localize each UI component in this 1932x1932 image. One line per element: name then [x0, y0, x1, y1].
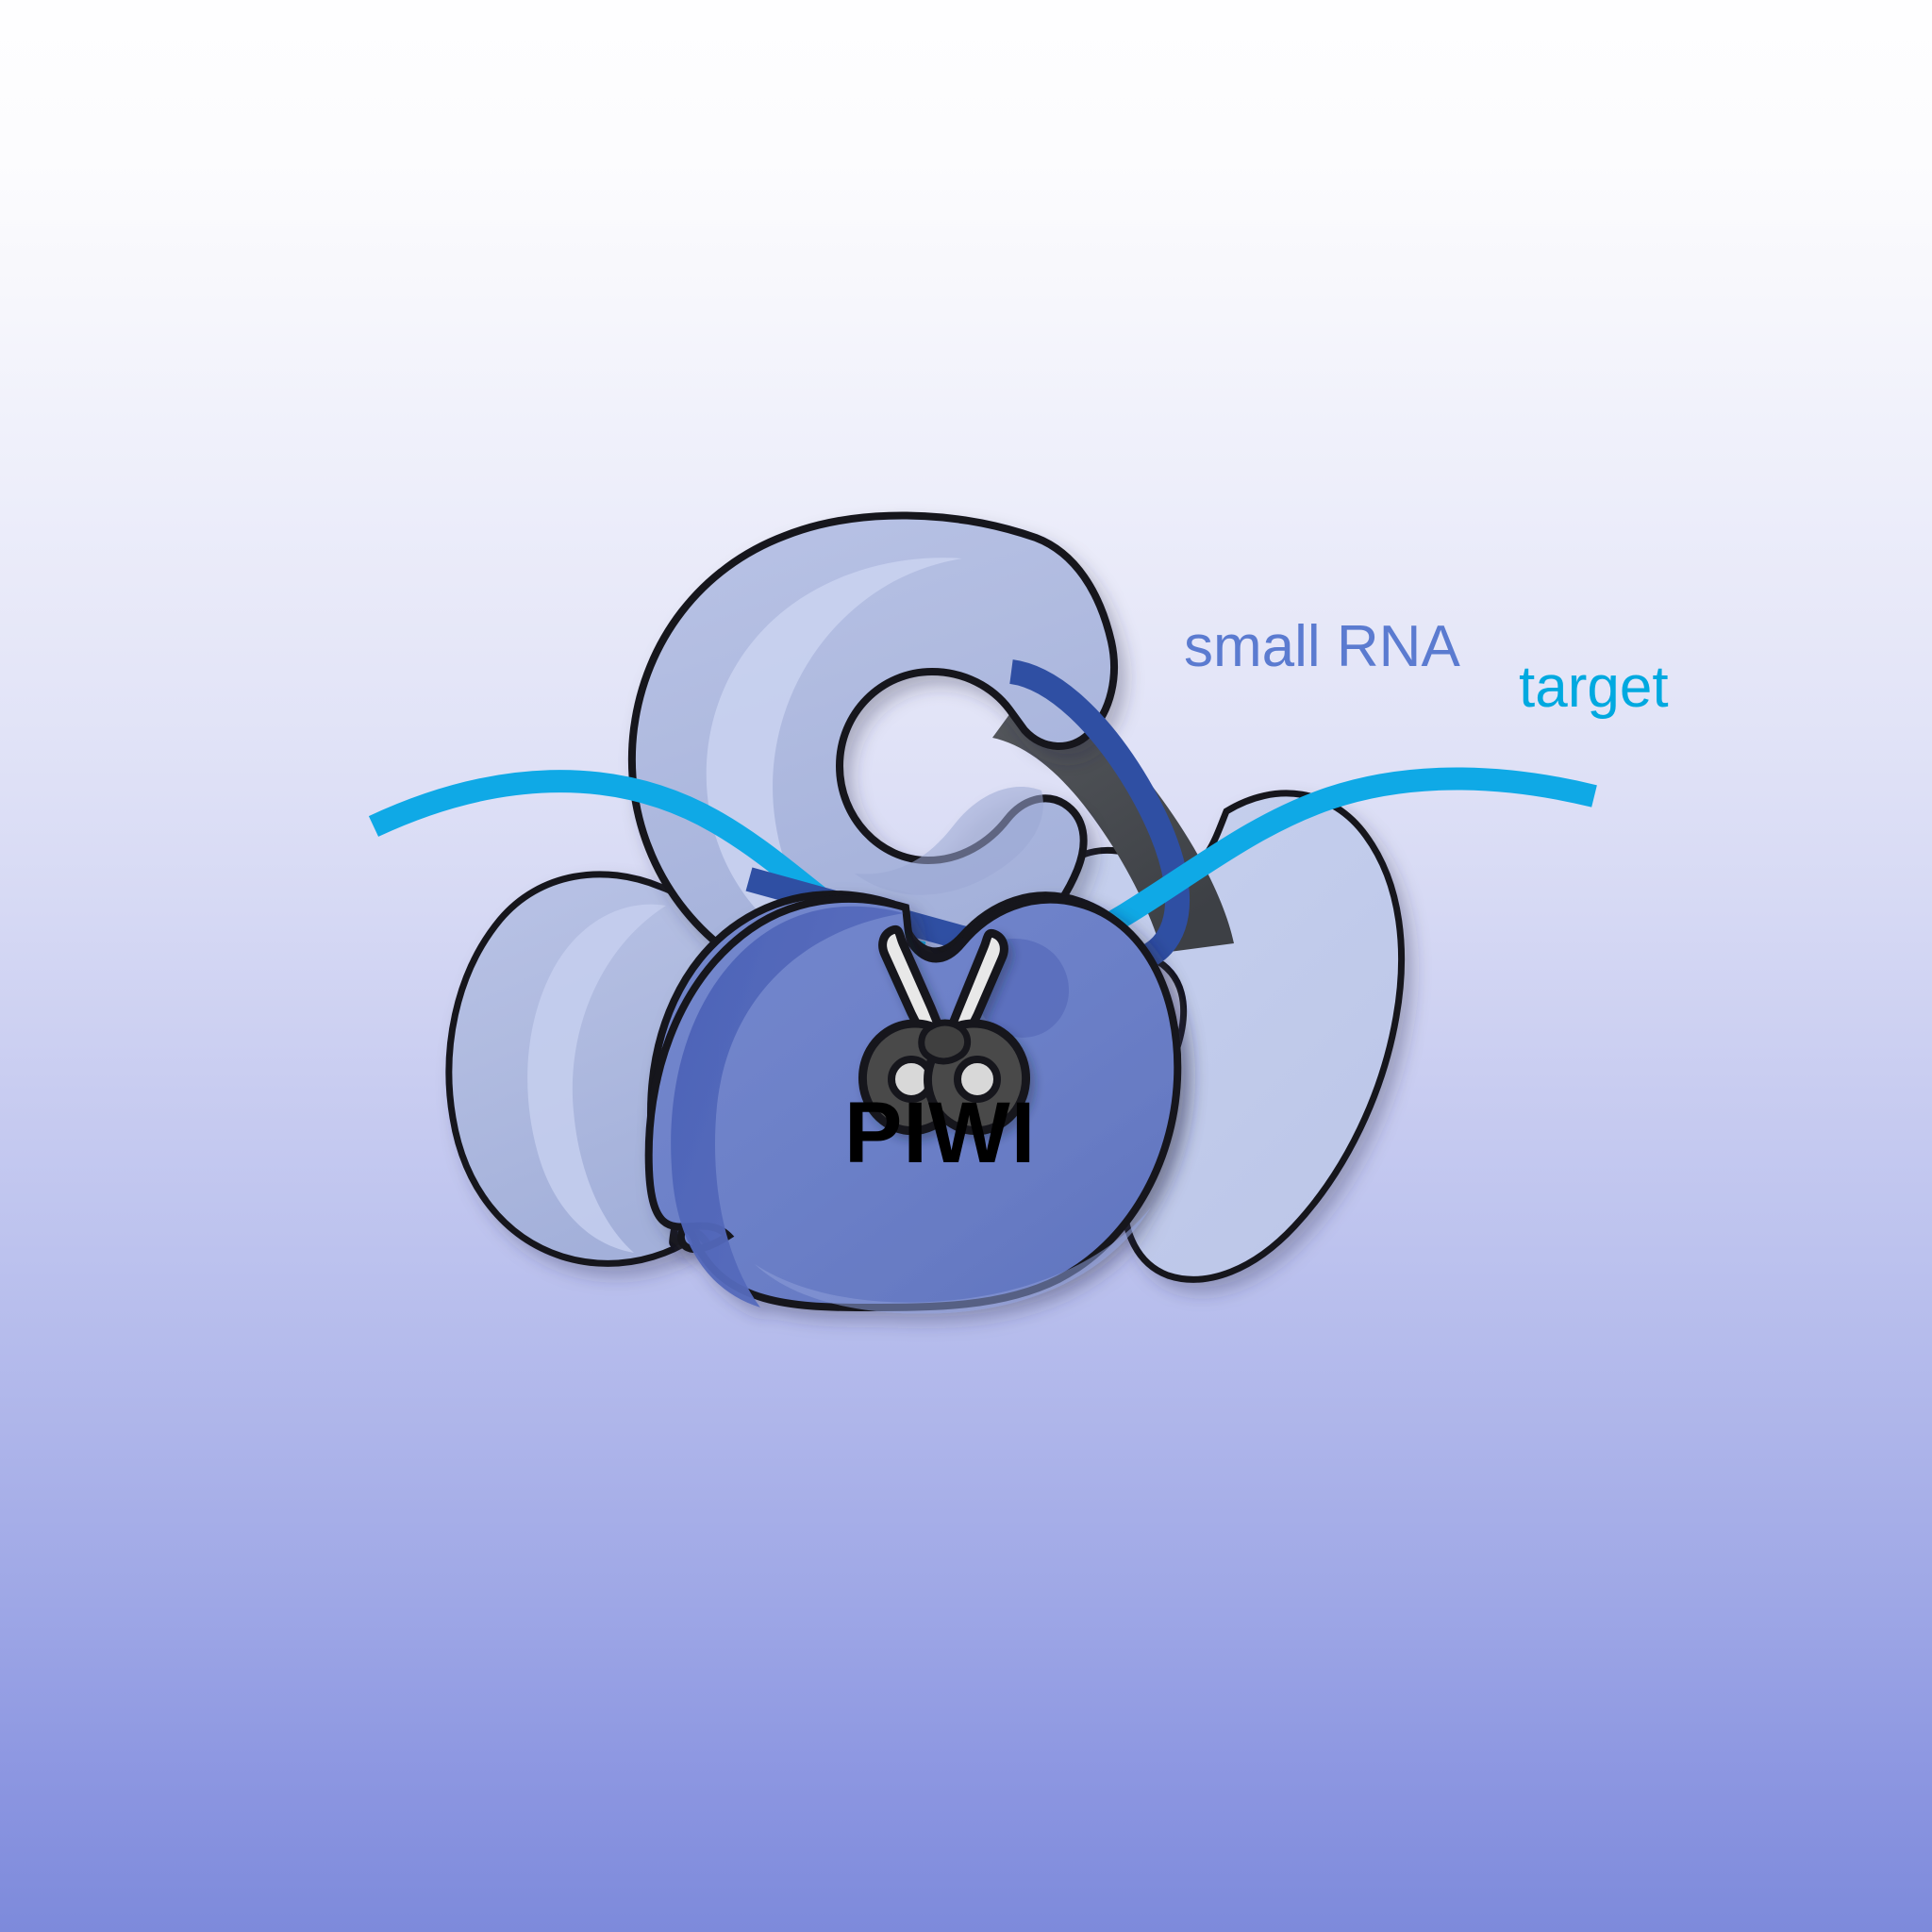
- small-rna-label: small RNA: [1184, 614, 1460, 679]
- scissors-icon: [858, 924, 1031, 1136]
- target-label: target: [1519, 655, 1669, 720]
- piwi-cleft: [908, 938, 966, 961]
- piwi-label: PIWI: [844, 1085, 1037, 1181]
